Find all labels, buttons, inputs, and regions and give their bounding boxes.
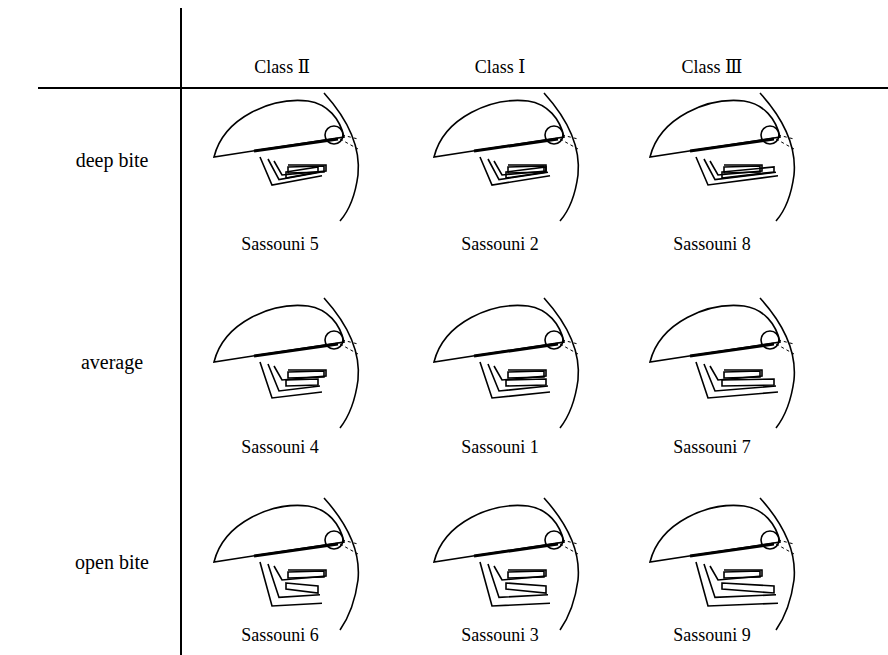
type-label: Sassouni 9 (673, 626, 751, 646)
type-label: Sassouni 3 (461, 626, 539, 646)
skull-tracing (650, 298, 794, 428)
skull-tracing (214, 93, 358, 221)
type-label: Sassouni 7 (673, 438, 751, 458)
type-label: Sassouni 6 (241, 626, 319, 646)
skull-tracing (650, 498, 794, 630)
column-header: Class Ⅰ (475, 58, 526, 78)
type-label: Sassouni 2 (461, 235, 539, 255)
row-label: open bite (75, 551, 149, 573)
type-label: Sassouni 8 (673, 235, 751, 255)
type-label: Sassouni 1 (461, 438, 539, 458)
skull-tracing (434, 93, 578, 221)
type-label: Sassouni 5 (241, 235, 319, 255)
table-rule (38, 87, 888, 89)
row-label: deep bite (76, 149, 149, 171)
skull-tracing (650, 93, 794, 221)
column-header: Class Ⅲ (682, 58, 743, 78)
table-rule (180, 8, 182, 655)
type-label: Sassouni 4 (241, 438, 319, 458)
skull-tracing (214, 498, 358, 630)
skull-tracing (434, 298, 578, 428)
column-header: Class Ⅱ (254, 58, 310, 78)
skull-tracing (214, 298, 358, 428)
row-label: average (81, 351, 143, 373)
skull-tracing (434, 498, 578, 630)
